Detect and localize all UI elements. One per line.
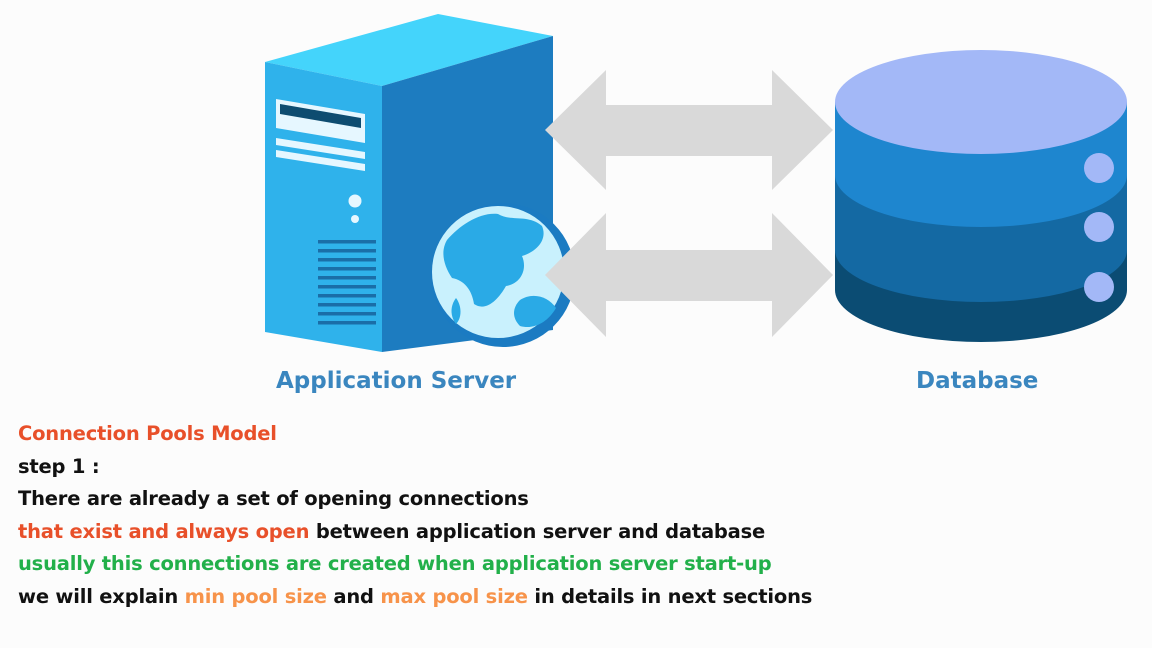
application-server-label: Application Server [276, 368, 517, 394]
double-arrow-icon [545, 70, 833, 337]
step-label: step 1 : [18, 454, 100, 478]
architecture-diagram [265, 14, 1127, 352]
notes-line-3: usually this connections are created whe… [18, 552, 772, 575]
notes-line-4-part-2: and [326, 584, 381, 608]
database-cylinder-icon [835, 50, 1127, 342]
min-pool-size-text: min pool size [184, 584, 327, 608]
notes-line-2-rest: between application server and database [309, 519, 766, 543]
notes-text-block: Connection Pools Model step 1 : There ar… [18, 418, 812, 613]
notes-line-2-highlight: that exist and always open [18, 519, 310, 543]
max-pool-size-text: max pool size [380, 584, 528, 608]
globe-icon [431, 203, 575, 347]
notes-line-4: we will explain min pool size and max po… [18, 581, 812, 614]
notes-line-1: There are already a set of opening conne… [18, 487, 529, 510]
notes-line-4-part-1: we will explain [18, 584, 185, 608]
database-label: Database [916, 368, 1039, 394]
notes-title: Connection Pools Model [18, 422, 277, 445]
notes-line-2: that exist and always open between appli… [18, 516, 812, 549]
notes-line-4-part-3: in details in next sections [527, 584, 813, 608]
